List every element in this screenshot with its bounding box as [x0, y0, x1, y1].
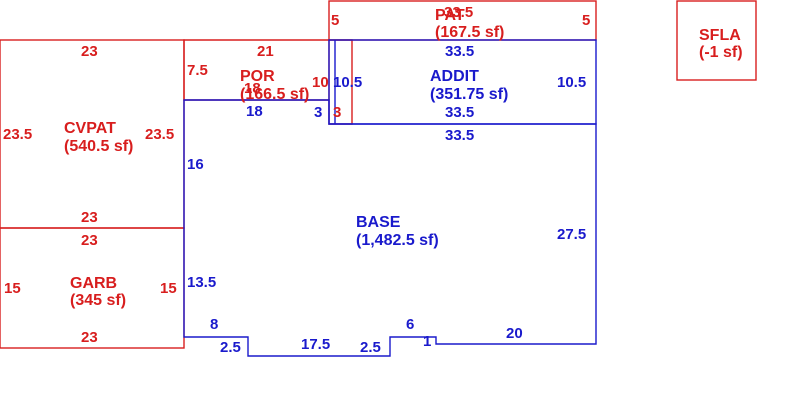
por-left-dim: 7.5	[187, 62, 208, 79]
addit-left-dim: 10.5	[333, 74, 362, 91]
sfla-area: (-1 sf)	[699, 44, 743, 61]
cvpat-area: (540.5 sf)	[64, 138, 133, 155]
cvpat-top-dim: 23	[81, 43, 98, 60]
base-seg-6: 6	[406, 316, 414, 333]
garb-area: (345 sf)	[70, 292, 126, 309]
por-inner-10: 10	[312, 74, 329, 91]
garb-bottom-dim: 23	[81, 329, 98, 346]
cvpat-right-dim: 23.5	[145, 126, 174, 143]
base-left-upper-dim: 16	[187, 156, 204, 173]
cvpat-name: CVPAT	[64, 120, 116, 137]
base-name: BASE	[356, 214, 401, 231]
addit-name: ADDIT	[430, 68, 479, 85]
addit-top-dim: 33.5	[445, 43, 474, 60]
garb-top-dim: 23	[81, 232, 98, 249]
cvpat-left-dim: 23.5	[3, 126, 32, 143]
base-area: (1,482.5 sf)	[356, 232, 439, 249]
por-name: POR	[240, 68, 275, 85]
sfla-outline	[676, 0, 757, 81]
por-area: (166.5 sf)	[240, 86, 309, 103]
base-seg-20: 20	[506, 325, 523, 342]
base-outline	[183, 99, 597, 357]
por-top-dim: 21	[257, 43, 274, 60]
base-seg-1: 1	[423, 333, 431, 350]
por-inner-3: 3	[333, 104, 341, 121]
base-seg-2-5b: 2.5	[360, 339, 381, 356]
pat-area: (167.5 sf)	[435, 24, 504, 41]
pat-left-dim: 5	[331, 12, 339, 29]
base-seg-17-5: 17.5	[301, 336, 330, 353]
addit-area: (351.75 sf)	[430, 86, 508, 103]
pat-right-dim: 5	[582, 12, 590, 29]
pat-top-dim: 33.5	[444, 4, 473, 21]
addit-bottom-dim: 33.5	[445, 104, 474, 121]
addit-right-dim: 10.5	[557, 74, 586, 91]
pat-name: PAT	[435, 7, 465, 24]
sfla-name: SFLA	[699, 27, 741, 44]
garb-left-dim: 15	[4, 280, 21, 297]
base-right-dim: 27.5	[557, 226, 586, 243]
base-seg-8: 8	[210, 316, 218, 333]
base-top-left-dim: 18	[246, 103, 263, 120]
addit-inner-3: 3	[314, 104, 322, 121]
base-left-lower-dim: 13.5	[187, 274, 216, 291]
garb-right-dim: 15	[160, 280, 177, 297]
por-inner-18: 18	[244, 80, 261, 97]
cvpat-bottom-dim: 23	[81, 209, 98, 226]
base-top-dim: 33.5	[445, 127, 474, 144]
garb-name: GARB	[70, 275, 117, 292]
base-seg-2-5a: 2.5	[220, 339, 241, 356]
